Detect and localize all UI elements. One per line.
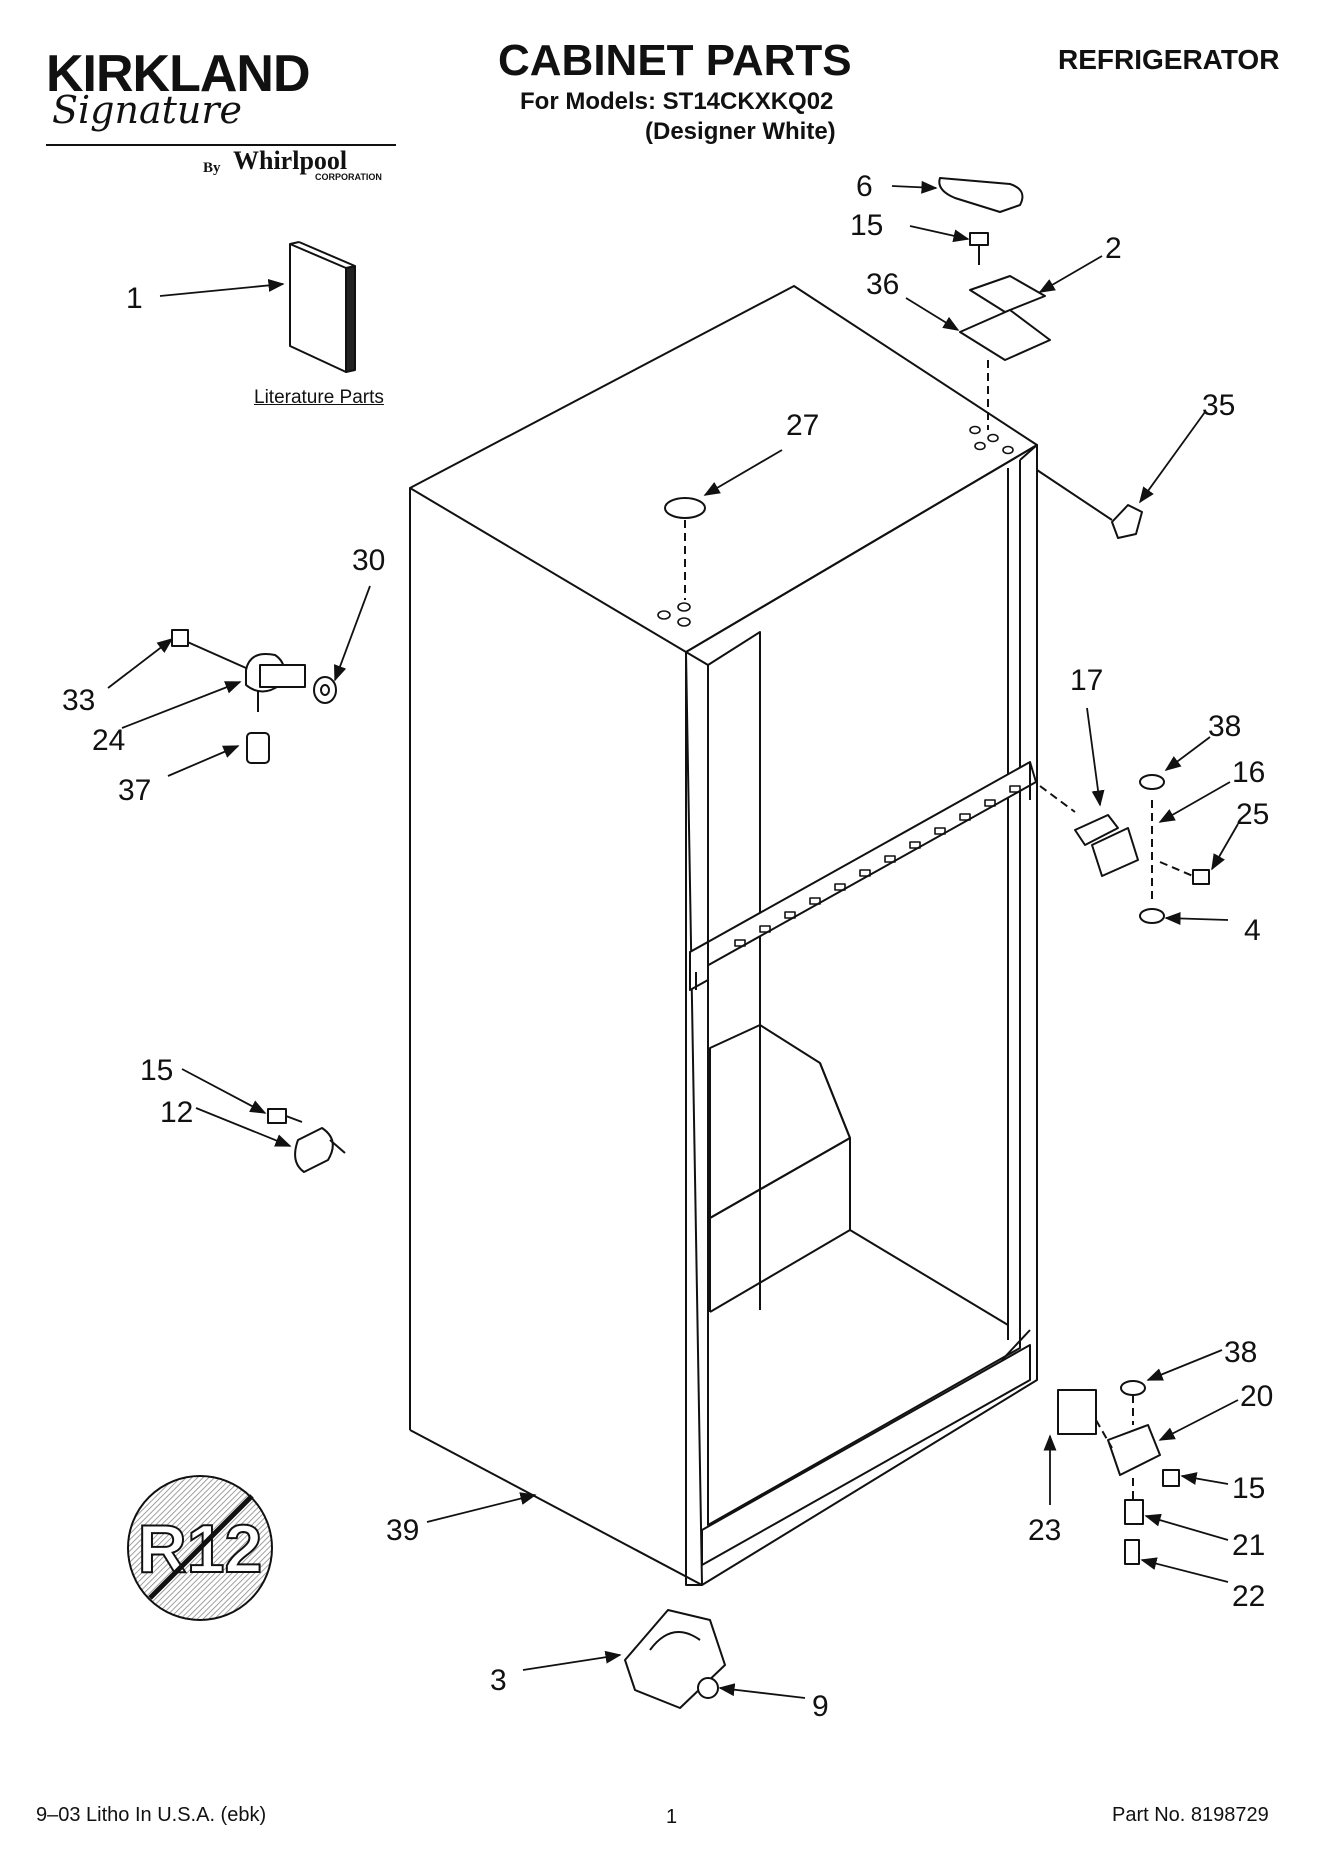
callout-22: 22 xyxy=(1232,1580,1265,1613)
bottom-hinge-assembly xyxy=(1057,1380,1180,1565)
maker-logo: Whirlpool xyxy=(233,146,348,175)
callout-2: 2 xyxy=(1105,232,1122,265)
callout-38-top: 38 xyxy=(1208,710,1241,743)
callout-9: 9 xyxy=(812,1690,829,1723)
screw-part xyxy=(969,232,989,265)
callout-37: 37 xyxy=(118,774,151,807)
callout-20: 20 xyxy=(1240,1380,1273,1413)
literature-parts-label: Literature Parts xyxy=(254,387,384,408)
callout-39: 39 xyxy=(386,1514,419,1547)
leader-arrows xyxy=(107,180,1239,1699)
cord-clip-part xyxy=(267,1108,346,1173)
callout-16: 16 xyxy=(1232,756,1265,789)
left-hinge-assembly xyxy=(171,629,337,764)
brand-logo: KIRKLAND xyxy=(46,45,311,103)
clip-part xyxy=(1111,504,1143,539)
footer-page-number: 1 xyxy=(666,1806,678,1828)
callout-35: 35 xyxy=(1202,389,1235,422)
leveling-leg-part xyxy=(624,1609,726,1709)
plug-button-part xyxy=(664,497,706,519)
callout-33: 33 xyxy=(62,684,95,717)
refrigerator-cabinet xyxy=(409,285,1038,1586)
footer-part-number: Part No. 8198729 xyxy=(1112,1804,1269,1826)
brand-signature: Signature xyxy=(52,88,243,132)
callout-1: 1 xyxy=(126,282,143,315)
callout-17: 17 xyxy=(1070,664,1103,697)
brand-rule xyxy=(46,144,396,146)
callout-23: 23 xyxy=(1028,1514,1061,1547)
callout-12: 12 xyxy=(160,1096,193,1129)
callout-6: 6 xyxy=(856,170,873,203)
maker-corporation: CORPORATION xyxy=(315,172,382,182)
hinge-cover-part xyxy=(938,177,1024,213)
callout-21: 21 xyxy=(1232,1529,1265,1562)
color-line: (Designer White) xyxy=(645,118,836,145)
footer-print-info: 9–03 Litho In U.S.A. (ebk) xyxy=(36,1804,267,1826)
divider-rail-slots xyxy=(734,785,1021,947)
appliance-type: REFRIGERATOR xyxy=(1058,44,1280,75)
callout-27: 27 xyxy=(786,409,819,442)
callout-15-left: 15 xyxy=(140,1054,173,1087)
callout-3: 3 xyxy=(490,1664,507,1697)
callout-38-bottom: 38 xyxy=(1224,1336,1257,1369)
callout-30: 30 xyxy=(352,544,385,577)
center-hinge-assembly xyxy=(1039,774,1210,924)
callout-24: 24 xyxy=(92,724,125,757)
callout-25: 25 xyxy=(1236,798,1269,831)
callout-4: 4 xyxy=(1244,914,1261,947)
by-label: By xyxy=(203,160,221,176)
callout-36: 36 xyxy=(866,268,899,301)
callout-15-bottom: 15 xyxy=(1232,1472,1265,1505)
callout-numbers: 1 6 15 2 36 27 35 30 33 24 37 17 38 16 2… xyxy=(62,170,1273,1723)
callout-15: 15 xyxy=(850,209,883,242)
cabinet-top-holes xyxy=(657,425,1014,627)
top-hinge-part xyxy=(959,309,1051,361)
hinge-shim-part xyxy=(969,275,1046,313)
literature-book xyxy=(289,241,356,373)
page-title: CABINET PARTS xyxy=(498,36,852,85)
no-r12-badge: R12 xyxy=(127,1475,273,1621)
models-line: For Models: ST14CKXKQ02 xyxy=(520,88,834,115)
